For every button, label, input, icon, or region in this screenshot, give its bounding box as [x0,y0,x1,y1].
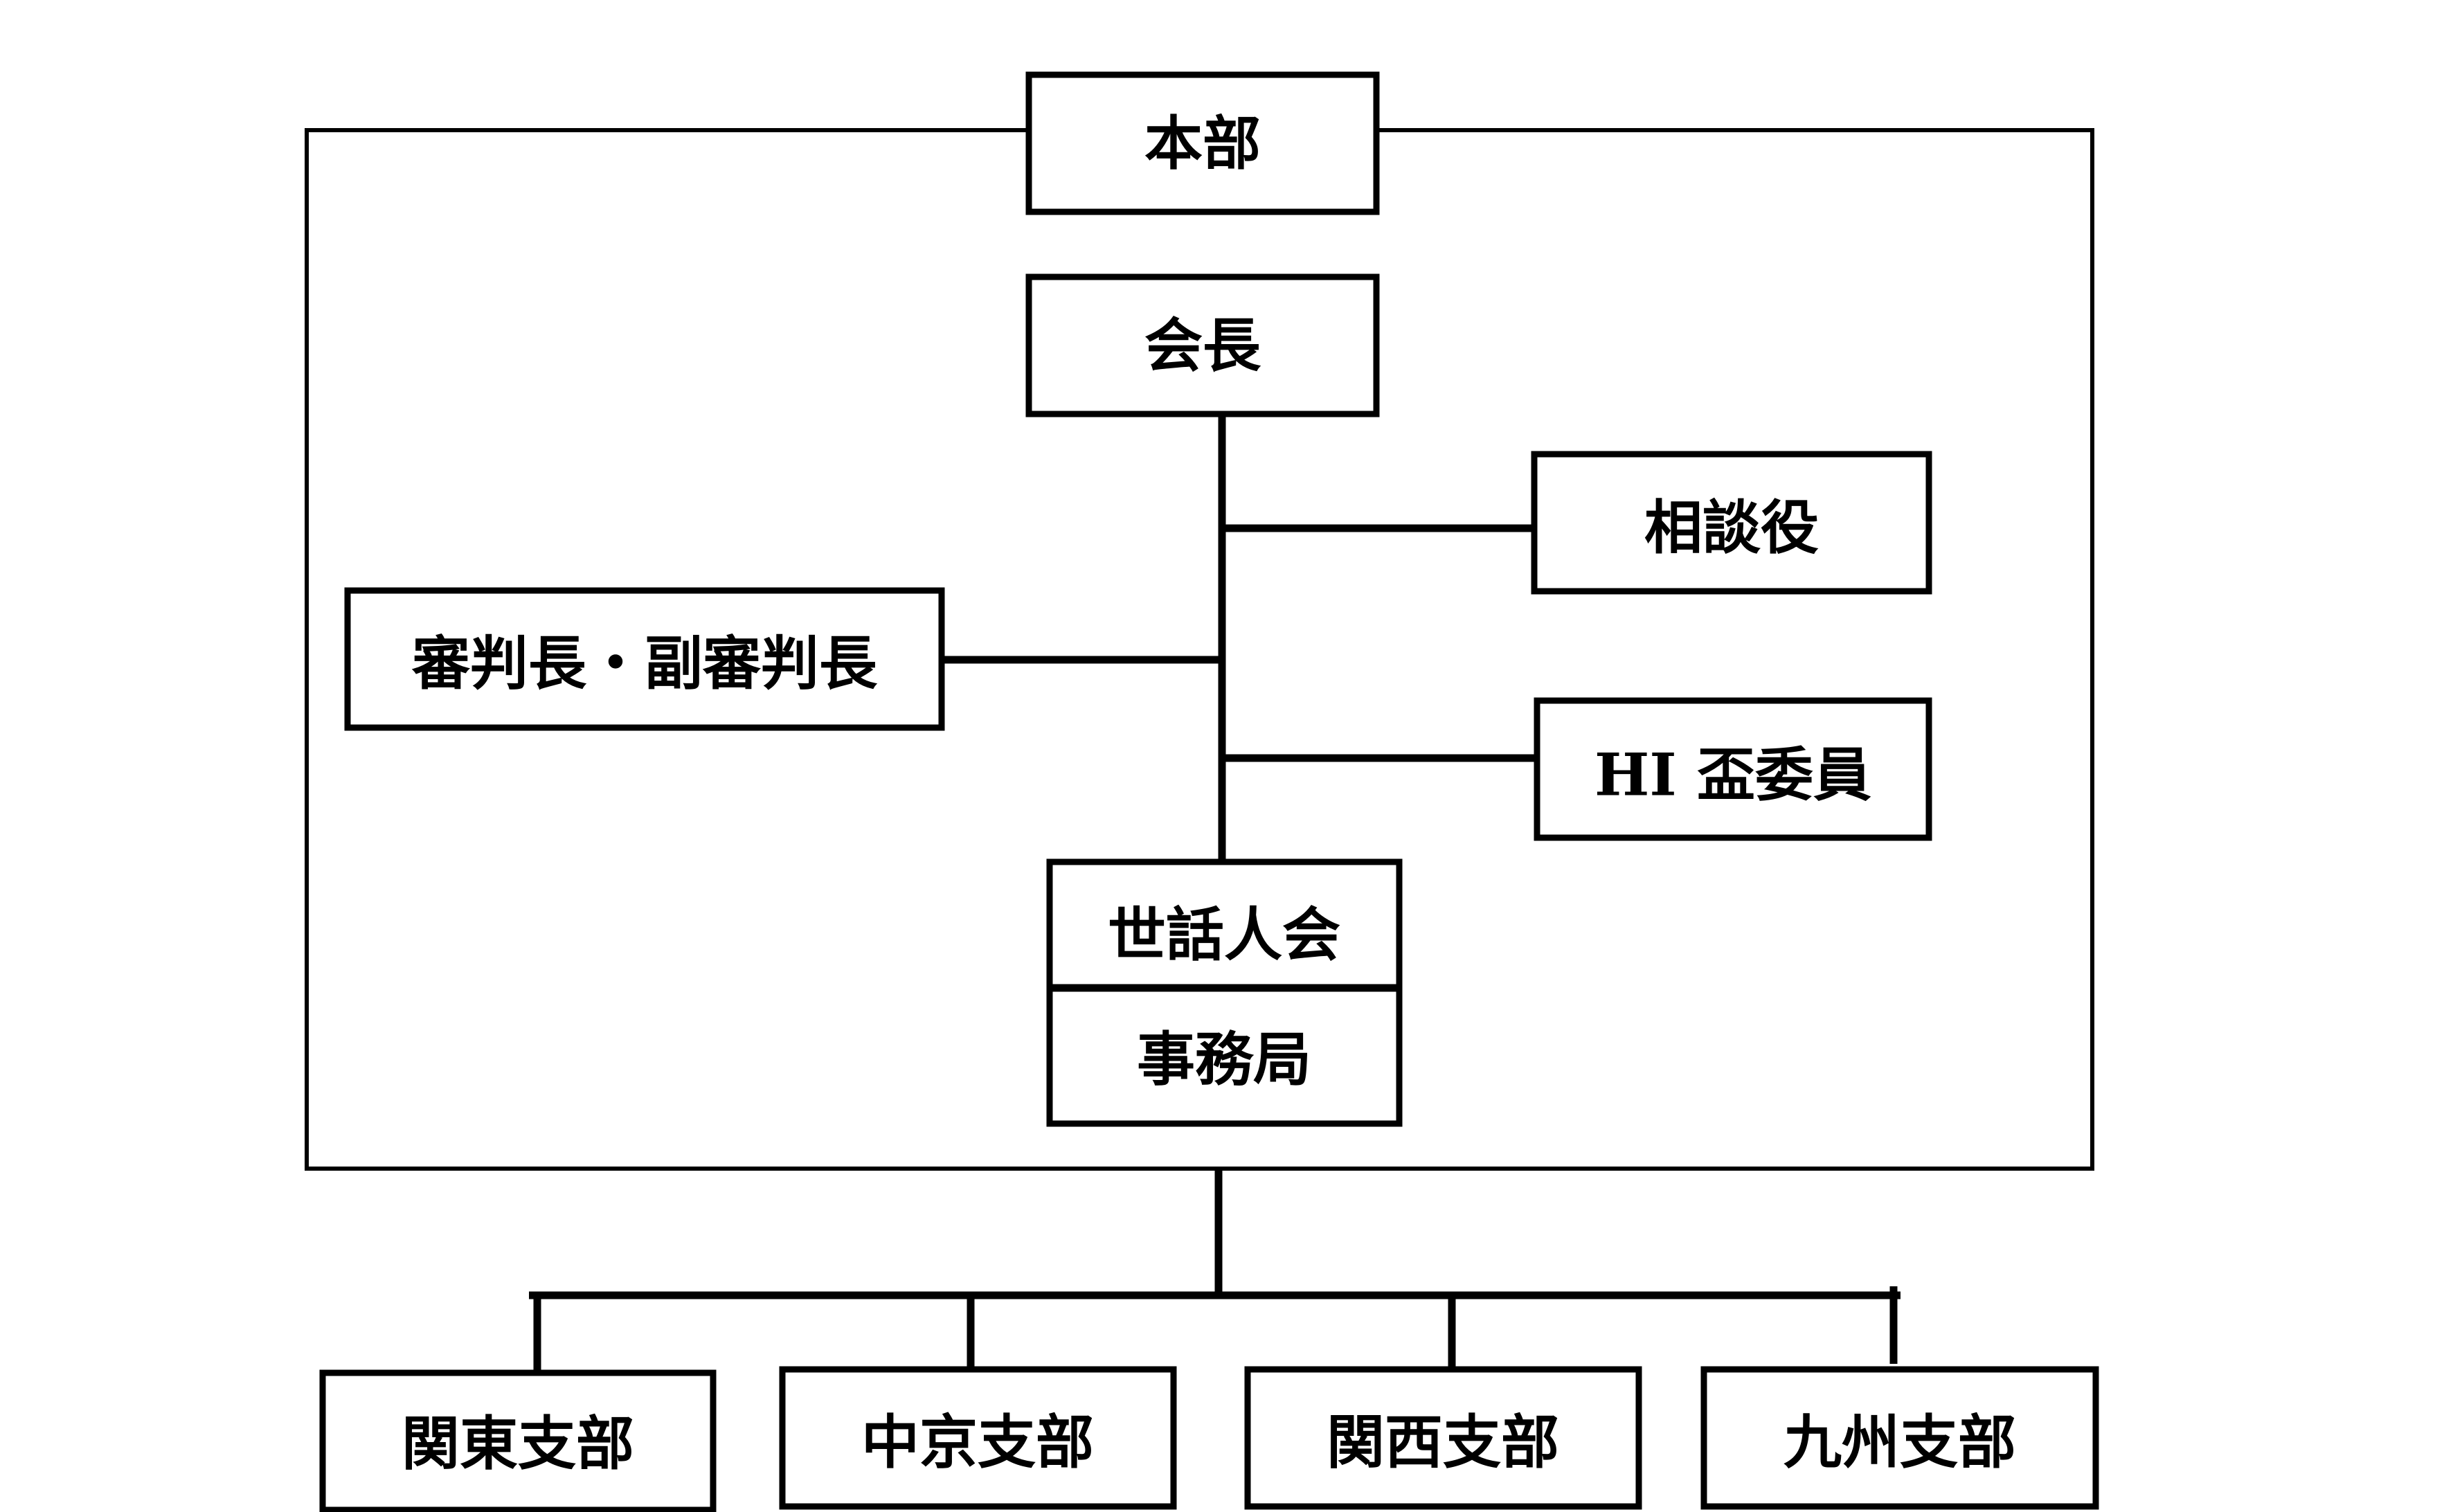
branch-label-chukyo: 中京支部 [861,1408,1094,1477]
branch-label-kansai: 関西支部 [1327,1408,1559,1477]
branch-box-kansai: 関西支部 [1244,1366,1642,1510]
secretariat-box: 世話人会 事務局 [1046,858,1403,1127]
branch-box-chukyo: 中京支部 [779,1366,1177,1510]
headquarters-label-box: 本部 [1025,71,1380,215]
advisor-label: 相談役 [1644,494,1819,562]
chairman-label: 会長 [1144,312,1261,380]
branch-label-kyushu: 九州支部 [1783,1408,2016,1477]
branch-box-kanto: 関東支部 [319,1369,717,1512]
secretariat-bottom-label: 事務局 [1137,1025,1311,1094]
judges-box: 審判長・副審判長 [344,587,945,731]
advisor-box: 相談役 [1531,451,1932,595]
chairman-box: 会長 [1025,273,1380,417]
hi-committee-box: HI 盃委員 [1534,697,1932,841]
branch-label-kanto: 関東支部 [402,1410,634,1478]
hi-committee-label: HI 盃委員 [1594,741,1871,809]
secretariat-top-label: 世話人会 [1108,901,1340,969]
judges-label: 審判長・副審判長 [411,629,878,698]
headquarters-label: 本部 [1144,109,1261,178]
branch-box-kyushu: 九州支部 [1700,1366,2099,1510]
